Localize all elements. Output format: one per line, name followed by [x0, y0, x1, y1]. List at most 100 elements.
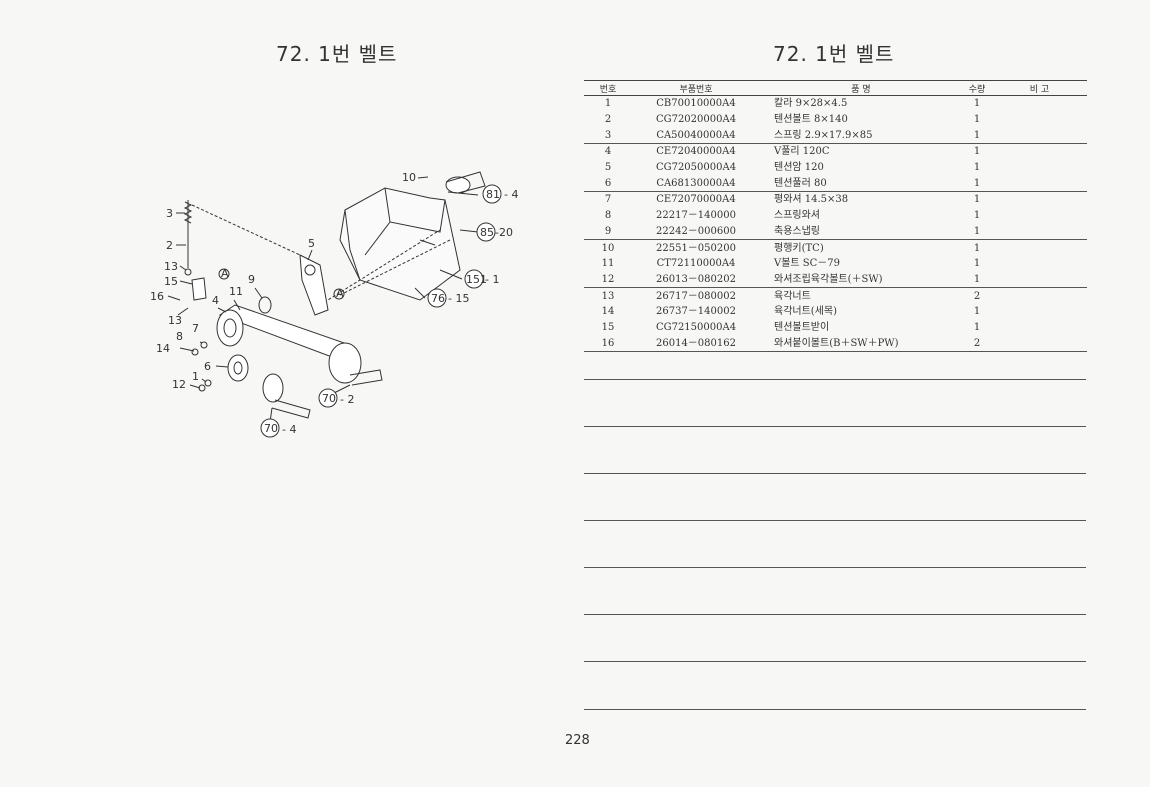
label-10: 10 — [402, 171, 416, 184]
page-number: 228 — [565, 733, 590, 748]
label-5: 5 — [308, 237, 315, 250]
label-4: 4 — [212, 294, 219, 307]
label-2: 2 — [166, 239, 173, 252]
label-1: 1 — [192, 370, 199, 383]
row-part-number: CG72150000A4 — [655, 321, 737, 333]
row-part-number: CE72040000A4 — [656, 146, 736, 158]
header-no: 번호 — [584, 80, 632, 96]
row-part-number: 26717－080002 — [656, 290, 736, 302]
frame-housing — [339, 187, 461, 301]
label-15: 15 — [164, 275, 178, 288]
row-remarks — [992, 127, 1087, 145]
row-remarks — [992, 192, 1087, 208]
row-part-name: 육각너트(세목) — [774, 306, 838, 318]
label-7: 7 — [192, 322, 199, 335]
row-remarks — [992, 144, 1087, 160]
ref-a-2: A — [336, 287, 344, 300]
blank-row-line — [584, 567, 1086, 568]
header-quantity: 수량 — [962, 80, 992, 96]
row-quantity: 1 — [973, 162, 981, 174]
row-part-name: V볼트 SC－79 — [774, 258, 841, 270]
row-number: 15 — [601, 321, 615, 333]
callout-70-2-suffix: - 2 — [340, 393, 354, 406]
row-part-number: 26013－080202 — [632, 271, 760, 289]
row-remarks — [992, 112, 1087, 128]
row-number: 9 — [584, 223, 632, 241]
drive-drum — [328, 342, 362, 384]
header-part-number: 부품번호 — [632, 80, 760, 96]
callout-70-4-suffix: - 4 — [282, 423, 296, 436]
row-remarks — [992, 223, 1087, 241]
row-quantity: 1 — [973, 194, 981, 206]
row-part-number: CT72110000A4 — [656, 258, 736, 270]
row-part-number: CE72070000A4 — [656, 194, 736, 206]
row-number: 16 — [584, 335, 632, 353]
header-remarks: 비 고 — [992, 80, 1087, 96]
row-remarks — [992, 160, 1087, 176]
row-number: 7 — [604, 194, 612, 206]
belt-parts-diagram: 10 81 - 4 85 -20 151 - 1 76 - 15 70 - 2 … — [150, 171, 518, 438]
row-quantity: 1 — [962, 223, 992, 241]
callout-76-suffix: - 15 — [448, 292, 469, 305]
label-8: 8 — [176, 330, 183, 343]
row-remarks — [992, 208, 1087, 224]
row-part-name: 육각너트 — [774, 290, 811, 302]
row-number: 12 — [584, 271, 632, 289]
row-quantity: 1 — [962, 175, 992, 193]
row-part-name: 텐션풀러 80 — [760, 175, 962, 193]
row-remarks — [992, 304, 1087, 320]
tension-bolt-bracket — [191, 277, 207, 301]
row-part-number: 22242－000600 — [632, 223, 760, 241]
blank-row-line — [584, 520, 1086, 521]
row-part-name: V풀리 120C — [774, 146, 830, 158]
callout-151: 151 — [466, 273, 487, 286]
label-13a: 13 — [164, 260, 178, 273]
row-part-name: 평행키(TC) — [774, 242, 824, 254]
label-16: 16 — [150, 290, 164, 303]
v-pulley — [216, 309, 244, 347]
row-remarks — [992, 271, 1087, 289]
row-part-name: 스프링와셔 — [774, 210, 820, 222]
row-remarks — [992, 256, 1087, 272]
row-part-number: 26737－140002 — [656, 306, 736, 318]
callout-85: 85 — [480, 226, 494, 239]
ref-a-1: A — [221, 267, 229, 280]
blank-row-line — [584, 661, 1086, 662]
row-quantity: 1 — [962, 127, 992, 145]
row-part-name: 와셔조립육각볼트(＋SW) — [760, 271, 962, 289]
row-quantity: 1 — [973, 306, 981, 318]
row-quantity: 1 — [962, 271, 992, 289]
row-number: 11 — [601, 258, 615, 270]
label-14: 14 — [156, 342, 170, 355]
callout-81: 81 — [486, 188, 500, 201]
label-13b: 13 — [168, 314, 182, 327]
row-remarks — [992, 175, 1087, 193]
row-part-number: 26014－080162 — [632, 335, 760, 353]
row-part-name: 텐션볼트받이 — [774, 321, 830, 333]
label-11: 11 — [229, 285, 243, 298]
row-remarks — [992, 335, 1087, 353]
callout-81-suffix: - 4 — [504, 188, 518, 201]
blank-row-line — [584, 473, 1086, 474]
row-quantity: 1 — [973, 321, 981, 333]
table-header-row: 번호 부품번호 품 명 수량 비 고 — [584, 80, 1087, 96]
header-part-name: 품 명 — [760, 80, 962, 96]
row-remarks — [992, 240, 1087, 256]
row-quantity: 2 — [973, 290, 981, 302]
row-number: 8 — [604, 210, 612, 222]
row-part-number: CB70010000A4 — [656, 98, 736, 110]
right-page-title: 72. 1번 벨트 — [773, 42, 895, 66]
